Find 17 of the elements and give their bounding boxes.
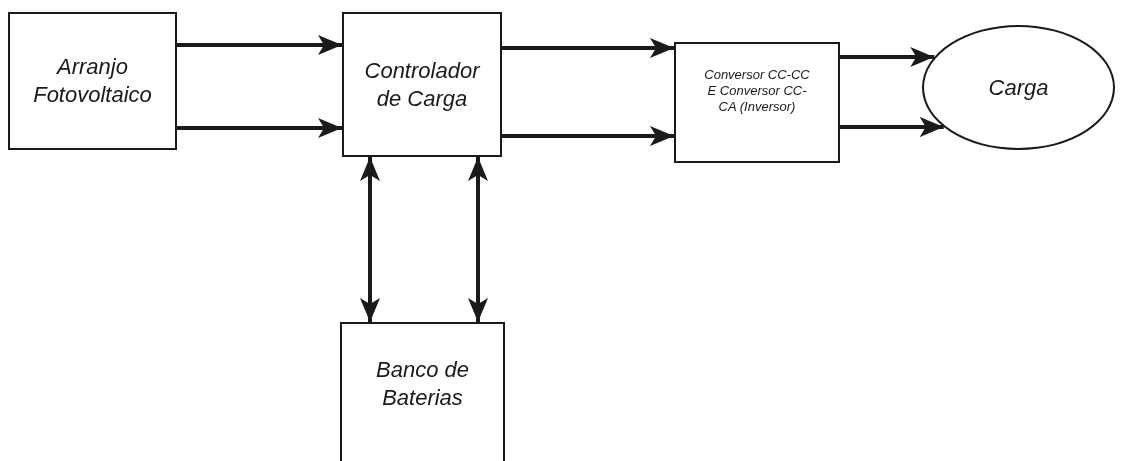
- arrow: [468, 157, 488, 322]
- block-box: [340, 322, 505, 461]
- block-label: Arranjo Fotovoltaico: [32, 53, 153, 109]
- arrow: [360, 157, 380, 322]
- block-box: [342, 12, 502, 157]
- arrow: [502, 38, 674, 58]
- block-label: Carga: [987, 73, 1050, 102]
- block-label: Conversor CC-CC E Conversor CC-CA (Inversor): [703, 66, 811, 115]
- block-box: [674, 42, 840, 163]
- arrow: [177, 118, 342, 138]
- arrow: [840, 117, 944, 137]
- block-box: [8, 12, 177, 150]
- block-label: Controlador de Carga: [363, 56, 482, 113]
- arrow: [840, 47, 935, 67]
- arrow: [177, 35, 342, 55]
- arrow: [502, 126, 674, 146]
- block-label: Banco de Baterias: [375, 355, 470, 412]
